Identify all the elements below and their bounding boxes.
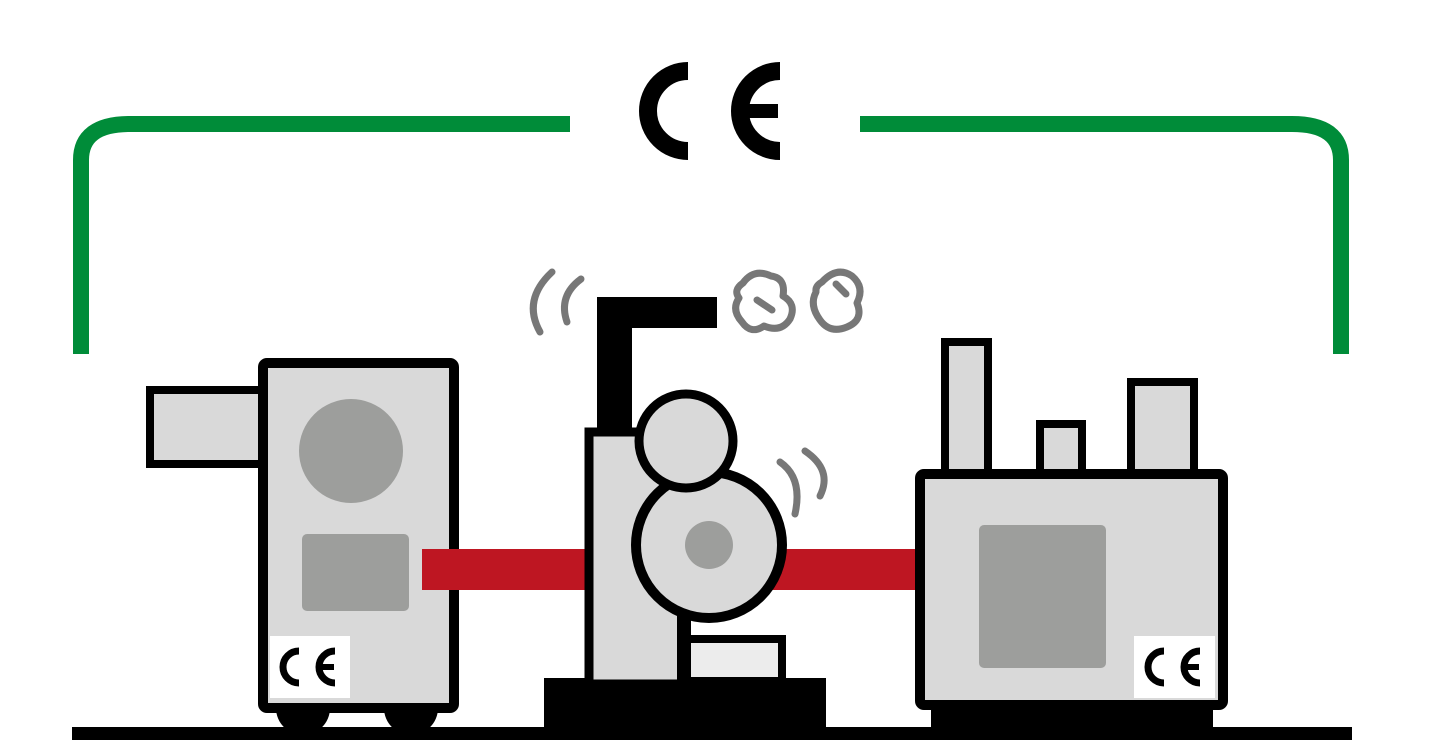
noise-wave-icon — [561, 275, 585, 326]
right-machine — [915, 338, 1228, 730]
smoke-cloud-icon — [809, 268, 864, 333]
right-machine-chimney-tall — [941, 338, 992, 486]
center-machine-exhaust-pipe — [597, 297, 717, 432]
left-machine — [146, 358, 459, 735]
assembly-bracket-left — [73, 116, 570, 354]
right-ce-letter-c — [1144, 647, 1165, 687]
center-machine-flywheel-hub — [685, 521, 733, 569]
emission-symbols — [529, 268, 864, 518]
overall-ce-mark — [639, 62, 781, 160]
right-ce-letter-e — [1180, 647, 1201, 687]
center-machine — [544, 297, 826, 740]
left-machine-panel — [302, 534, 409, 611]
left-machine-arm — [146, 386, 272, 468]
right-machine-chimney-wide — [1127, 378, 1198, 486]
vibration-wave-icon — [776, 458, 801, 518]
center-machine-tray — [682, 635, 786, 685]
left-machine-ce-mark — [279, 647, 336, 687]
overall-ce-letter-e — [731, 62, 781, 160]
right-machine-ce-mark — [1144, 647, 1201, 687]
left-machine-dial — [299, 399, 403, 503]
right-machine-panel — [979, 525, 1106, 668]
center-machine-stem — [677, 614, 691, 682]
smoke-cloud-icon — [732, 269, 796, 334]
vibration-wave-icon — [801, 447, 828, 500]
left-ce-letter-c — [279, 647, 300, 687]
left-machine-wheel-right — [384, 708, 438, 735]
noise-wave-icon — [529, 268, 556, 336]
left-machine-wheel-left — [276, 708, 330, 735]
overall-ce-letter-c — [639, 62, 689, 160]
left-ce-letter-e — [315, 647, 336, 687]
center-machine-motor — [634, 389, 738, 493]
connector-left-center — [422, 549, 609, 590]
assembly-bracket-right — [860, 116, 1349, 354]
